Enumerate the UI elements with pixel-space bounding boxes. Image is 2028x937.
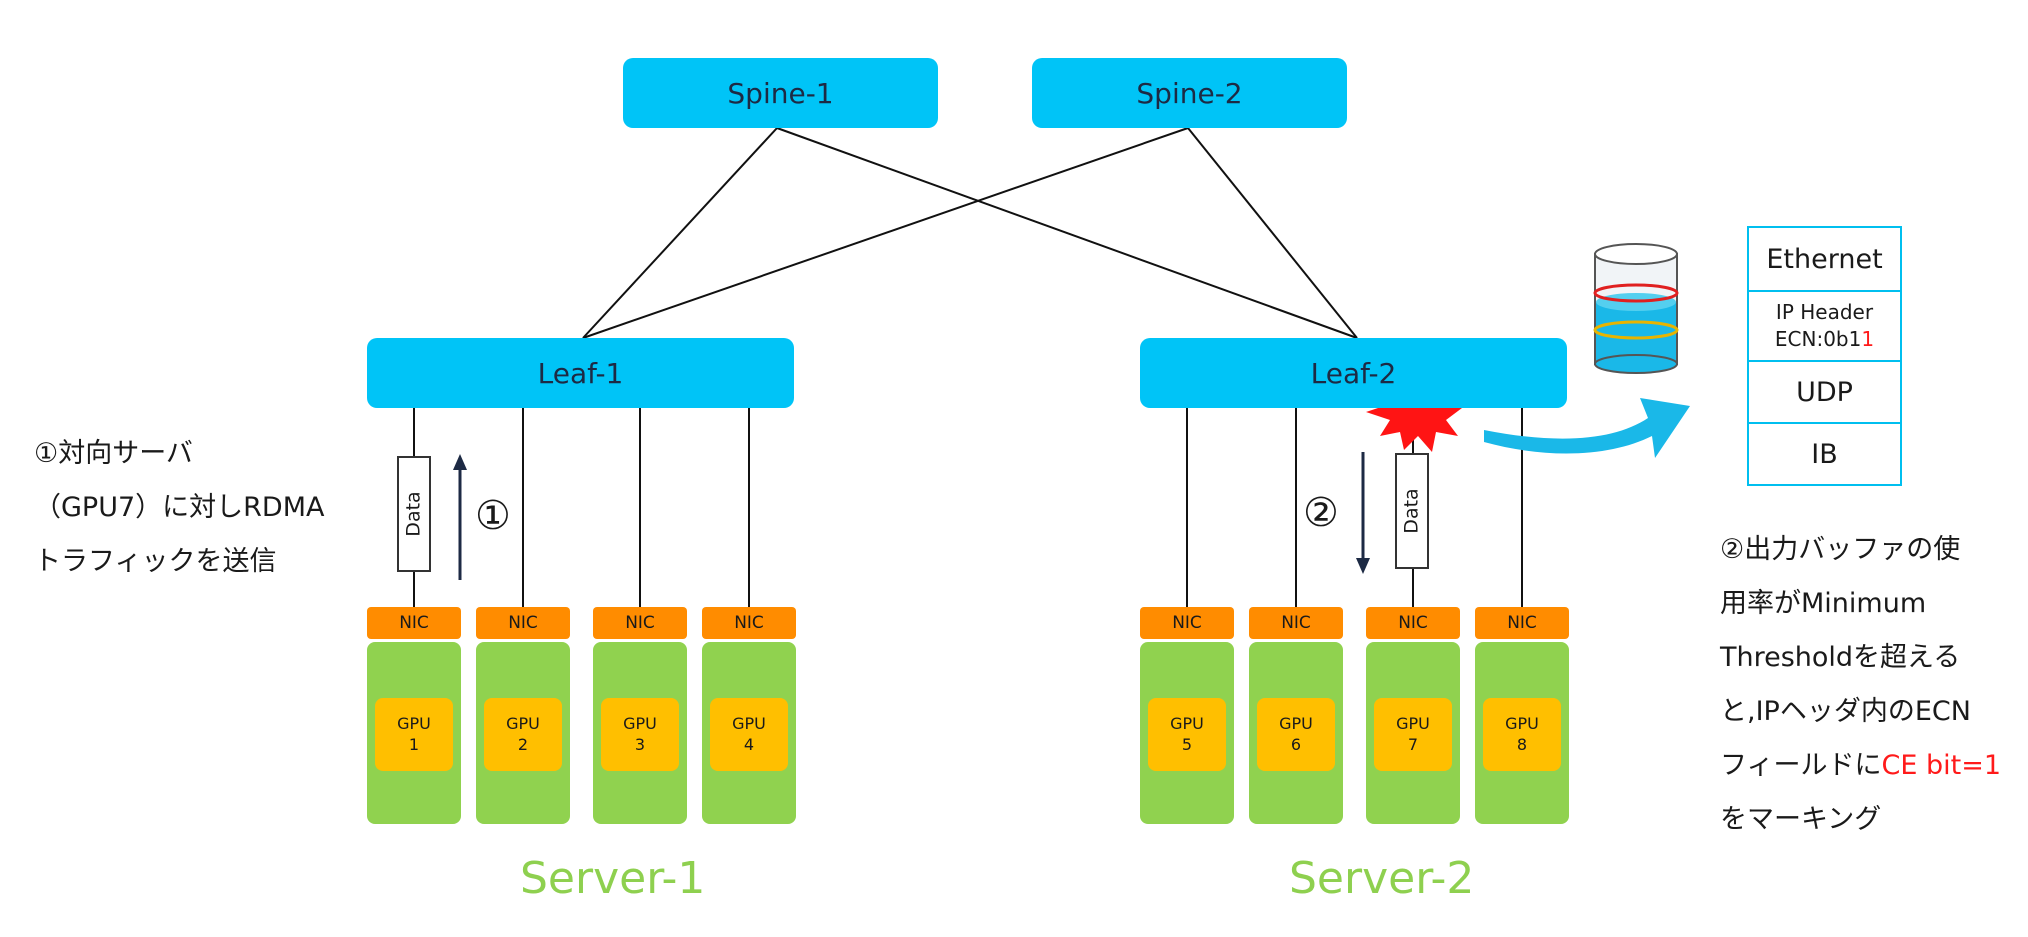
link-spine1-leaf2 <box>776 127 1358 339</box>
step-2-note-line-2: 用率がMinimum <box>1720 588 1927 619</box>
step-1-note-line-2: （GPU7）に対しRDMA <box>34 492 325 523</box>
gpu-2-num: 2 <box>517 734 529 754</box>
link-spine2-leaf1 <box>582 127 1189 339</box>
spine-2-label: Spine-2 <box>1136 76 1243 110</box>
step-1-note-line-3: トラフィックを送信 <box>34 546 277 577</box>
step-2-note-line-6: をマーキング <box>1720 804 1882 835</box>
nic-7: NIC <box>1366 607 1460 639</box>
nic-1: NIC <box>367 607 461 639</box>
gpu-8-num: 8 <box>1516 734 1528 754</box>
nic-2: NIC <box>476 607 570 639</box>
gpu-4-word: GPU <box>732 713 766 733</box>
server-1-label: Server-1 <box>520 853 706 904</box>
leaf-2-label: Leaf-2 <box>1310 356 1397 390</box>
header-udp: UDP <box>1747 360 1902 424</box>
gpu-1-num: 1 <box>408 734 420 754</box>
step-2-note-line-4: と,IPヘッダ内のECN <box>1720 696 1971 727</box>
gpu-7-word: GPU <box>1396 713 1430 733</box>
step-1-marker: ① <box>475 493 511 539</box>
nic-8: NIC <box>1475 607 1569 639</box>
step-2-note-line-1: ②出力バッファの使 <box>1720 534 1961 565</box>
ce-bit-text: CE bit=1 <box>1881 750 2001 781</box>
server-2-label: Server-2 <box>1289 853 1475 904</box>
nic-4: NIC <box>702 607 796 639</box>
gpu-6-num: 6 <box>1290 734 1302 754</box>
header-ethernet-label: Ethernet <box>1766 243 1883 275</box>
header-ethernet: Ethernet <box>1747 226 1902 292</box>
data-packet-down: Data <box>1395 453 1429 569</box>
leaf-1-label: Leaf-1 <box>537 356 624 390</box>
link-spine2-leaf2 <box>1187 127 1358 339</box>
leaf-1: Leaf-1 <box>367 338 794 408</box>
leaf-2: Leaf-2 <box>1140 338 1567 408</box>
gpu-5-word: GPU <box>1170 713 1204 733</box>
step-1-note: ①対向サーバ （GPU7）に対しRDMA トラフィックを送信 <box>34 427 324 589</box>
upstream-arrow <box>453 454 467 580</box>
link-spine1-leaf1 <box>582 127 778 339</box>
gpu-3-word: GPU <box>623 713 657 733</box>
step-2-note-line-3: Thresholdを超える <box>1720 642 1961 673</box>
data-packet-up: Data <box>397 456 431 572</box>
spine-2: Spine-2 <box>1032 58 1347 128</box>
nic-8-label: NIC <box>1507 613 1537 633</box>
header-ecn-ce-bit: 1 <box>1861 327 1875 351</box>
gpu-4-num: 4 <box>743 734 755 754</box>
buffer-queue-icon <box>1593 243 1679 374</box>
data-packet-up-label: Data <box>403 491 425 537</box>
step-2-note: ②出力バッファの使 用率がMinimum Thresholdを超える と,IPヘ… <box>1720 523 2001 847</box>
gpu-8-word: GPU <box>1505 713 1539 733</box>
header-udp-label: UDP <box>1796 376 1853 408</box>
nic-5: NIC <box>1140 607 1234 639</box>
header-ecn-prefix: ECN:0b1 <box>1774 327 1862 351</box>
step-2-note-line-5: フィールドにCE bit=1 <box>1720 739 2001 793</box>
nic-5-label: NIC <box>1172 613 1202 633</box>
step-2-marker: ② <box>1303 490 1339 536</box>
header-ib-label: IB <box>1811 438 1838 470</box>
step-2-note-line-5-text: フィールドに <box>1720 750 1882 781</box>
header-ib: IB <box>1747 422 1902 486</box>
nic-1-label: NIC <box>399 613 429 633</box>
nic-2-label: NIC <box>508 613 538 633</box>
marking-arrow-icon <box>1484 398 1690 458</box>
nic-6: NIC <box>1249 607 1343 639</box>
header-ecn-value: ECN:0b11 <box>1775 326 1874 353</box>
spine-1-label: Spine-1 <box>727 76 834 110</box>
gpu-3-num: 3 <box>634 734 646 754</box>
gpu-2-word: GPU <box>506 713 540 733</box>
gpu-1-word: GPU <box>397 713 431 733</box>
nic-3: NIC <box>593 607 687 639</box>
gpu-5-num: 5 <box>1181 734 1193 754</box>
data-packet-down-label: Data <box>1401 488 1423 534</box>
nic-7-label: NIC <box>1398 613 1428 633</box>
step-1-note-line-1: ①対向サーバ <box>34 438 193 469</box>
spine-1: Spine-1 <box>623 58 938 128</box>
header-ip-label: IP Header <box>1775 300 1874 324</box>
gpu-7-num: 7 <box>1407 734 1419 754</box>
nic-3-label: NIC <box>625 613 655 633</box>
downstream-arrow <box>1356 452 1370 574</box>
nic-4-label: NIC <box>734 613 764 633</box>
header-ip: IP Header ECN:0b11 <box>1747 290 1902 362</box>
gpu-6-word: GPU <box>1279 713 1313 733</box>
nic-6-label: NIC <box>1281 613 1311 633</box>
